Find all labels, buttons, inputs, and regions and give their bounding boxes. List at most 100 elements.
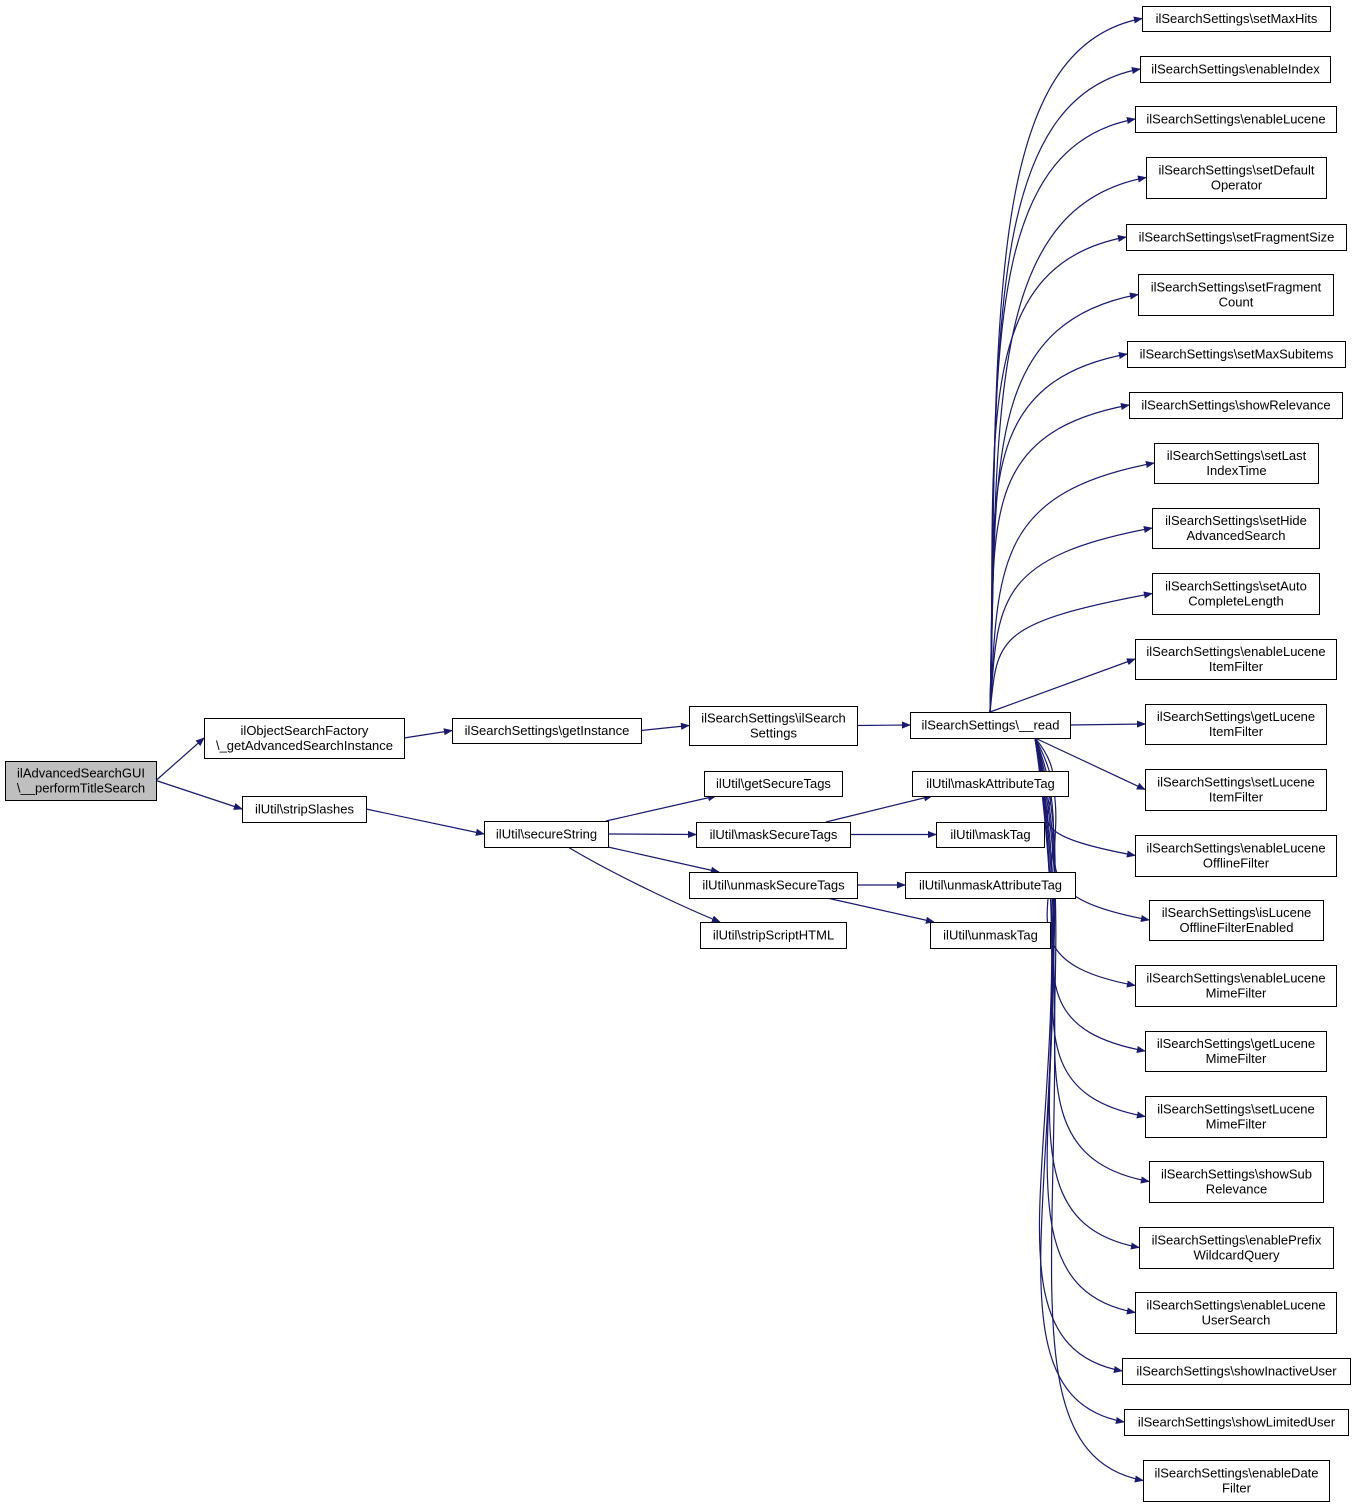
node-box [1135, 965, 1337, 1007]
node-ilsearchsettings-setmaxsubitems[interactable]: ilSearchSettings\setMaxSubitems [1127, 341, 1346, 368]
node-label: MimeFilter [1206, 986, 1267, 1001]
node-ilutil-masksecuretags[interactable]: ilUtil\maskSecureTags [696, 822, 851, 848]
node-label: WildcardQuery [1194, 1248, 1280, 1263]
node-box [912, 771, 1069, 797]
edge-read-to-r12 [1069, 720, 1146, 728]
node-ilsearchsettings-setfragmentsize[interactable]: ilSearchSettings\setFragmentSize [1126, 224, 1347, 251]
node-label: ilUtil\stripScriptHTML [713, 928, 834, 943]
node-label: ilSearchSettings\setFragmentSize [1139, 230, 1335, 245]
node-box [484, 821, 609, 848]
node-ilsearchsettings-islucene-offlinefilterenabled[interactable]: ilSearchSettings\isLuceneOfflineFilterEn… [1149, 900, 1324, 941]
node-label: OfflineFilterEnabled [1180, 920, 1294, 935]
edge-read-to-r7 [989, 402, 1130, 713]
node-ilsearchsettings-enableprefix-wildcardquery[interactable]: ilSearchSettings\enablePrefixWildcardQue… [1139, 1227, 1334, 1269]
node-box [704, 771, 843, 797]
node-ilsearchsettings-showinactiveuser[interactable]: ilSearchSettings\showInactiveUser [1122, 1358, 1351, 1385]
node-ilsearchsettings-setmaxhits[interactable]: ilSearchSettings\setMaxHits [1142, 6, 1331, 32]
node-label: ilUtil\getSecureTags [716, 776, 831, 791]
node-box [1122, 1358, 1351, 1385]
node-box [1154, 443, 1319, 484]
node-label: ilUtil\maskAttributeTag [926, 776, 1055, 791]
node-box [452, 718, 642, 744]
node-label: ilSearchSettings\getInstance [465, 723, 630, 738]
node-label: CompleteLength [1188, 594, 1283, 609]
node-box [1145, 1031, 1327, 1072]
node-label: ilSearchSettings\setMaxHits [1156, 11, 1318, 26]
node-label: ilSearchSettings\setFragment [1151, 280, 1322, 295]
node-label: ilUtil\unmaskAttributeTag [919, 878, 1062, 893]
node-label: MimeFilter [1206, 1117, 1267, 1132]
edge-unmaskSecureTags-to-unmaskTag [826, 897, 935, 924]
edge-read-to-r8 [989, 460, 1155, 713]
node-box [1124, 1409, 1349, 1436]
node-label: ItemFilter [1209, 724, 1264, 739]
node-ilutil-maskattributetag[interactable]: ilUtil\maskAttributeTag [912, 771, 1069, 797]
node-label: ilSearchSettings\enablePrefix [1152, 1233, 1322, 1248]
edge-secureString-to-stripScriptHTML [567, 846, 721, 923]
node-label: ilSearchSettings\setHide [1165, 513, 1307, 528]
node-label: ilSearchSettings\setMaxSubitems [1140, 347, 1334, 362]
node-box [1149, 900, 1324, 941]
edge-root-to-stripSlashes [155, 779, 243, 810]
node-box [905, 872, 1076, 899]
node-label: ilSearchSettings\setAuto [1165, 579, 1307, 594]
node-box [1145, 1096, 1327, 1138]
edge-read-to-r24 [1034, 737, 1144, 1483]
edge-read-to-r17 [1034, 737, 1146, 1054]
node-box [1149, 1161, 1324, 1203]
node-ilsearchsettings-enablelucene[interactable]: ilSearchSettings\enableLucene [1135, 106, 1337, 133]
node-label: ItemFilter [1209, 790, 1264, 805]
node-ilutil-stripscripthtml[interactable]: ilUtil\stripScriptHTML [700, 922, 847, 949]
node-iladvancedsearchgui-performtitlesearch[interactable]: ilAdvancedSearchGUI\__performTitleSearch [5, 761, 157, 801]
node-ilsearchsettings-showrelevance[interactable]: ilSearchSettings\showRelevance [1129, 392, 1343, 419]
node-ilsearchsettings-read[interactable]: ilSearchSettings\__read [910, 712, 1071, 739]
node-ilobjectsearchfactory-getadvancedsearchinstance[interactable]: ilObjectSearchFactory\_getAdvancedSearch… [204, 718, 405, 759]
node-label: ilSearchSettings\enableDate [1154, 1466, 1318, 1481]
node-label: ilSearchSettings\getLucene [1157, 709, 1315, 724]
node-ilsearchsettings-enableindex[interactable]: ilSearchSettings\enableIndex [1140, 56, 1331, 83]
edge-secureString-to-getSecureTags [605, 794, 717, 822]
node-ilutil-masktag[interactable]: ilUtil\maskTag [936, 822, 1045, 848]
node-label: ilUtil\unmaskSecureTags [702, 878, 845, 893]
node-ilsearchsettings-ilsearch-settings[interactable]: ilSearchSettings\ilSearchSettings [689, 706, 858, 746]
node-ilutil-unmasktag[interactable]: ilUtil\unmaskTag [930, 922, 1051, 949]
node-ilutil-securestring[interactable]: ilUtil\secureString [484, 821, 609, 848]
node-ilsearchsettings-getinstance[interactable]: ilSearchSettings\getInstance [452, 718, 642, 744]
node-label: ilSearchSettings\ilSearch [701, 711, 846, 726]
edge-read-to-r10 [989, 591, 1153, 713]
node-label: Count [1219, 295, 1254, 310]
node-label: ilSearchSettings\enableLucene [1146, 841, 1325, 856]
node-label: ilSearchSettings\enableLucene [1146, 644, 1325, 659]
node-ilsearchsettings-showlimiteduser[interactable]: ilSearchSettings\showLimitedUser [1124, 1409, 1349, 1436]
node-label: ilSearchSettings\getLucene [1157, 1036, 1315, 1051]
node-ilutil-stripslashes[interactable]: ilUtil\stripSlashes [242, 796, 367, 823]
node-box [696, 822, 851, 848]
edge-secureString-to-maskSecureTags [607, 830, 697, 839]
node-ilutil-getsecuretags[interactable]: ilUtil\getSecureTags [704, 771, 843, 797]
node-label: ilSearchSettings\enableLucene [1146, 1298, 1325, 1313]
node-label: Settings [750, 726, 797, 741]
edge-read-to-r9 [989, 525, 1153, 713]
node-box [1152, 573, 1320, 615]
node-ilutil-unmasksecuretags[interactable]: ilUtil\unmaskSecureTags [689, 872, 858, 899]
node-ilutil-unmaskattributetag[interactable]: ilUtil\unmaskAttributeTag [905, 872, 1076, 899]
node-ilsearchsettings-enablelucene-offlinefilter[interactable]: ilSearchSettings\enableLuceneOfflineFilt… [1135, 835, 1337, 877]
node-box [1145, 769, 1327, 811]
node-box [1146, 157, 1327, 199]
node-label: ItemFilter [1209, 659, 1264, 674]
node-box [1142, 6, 1331, 32]
